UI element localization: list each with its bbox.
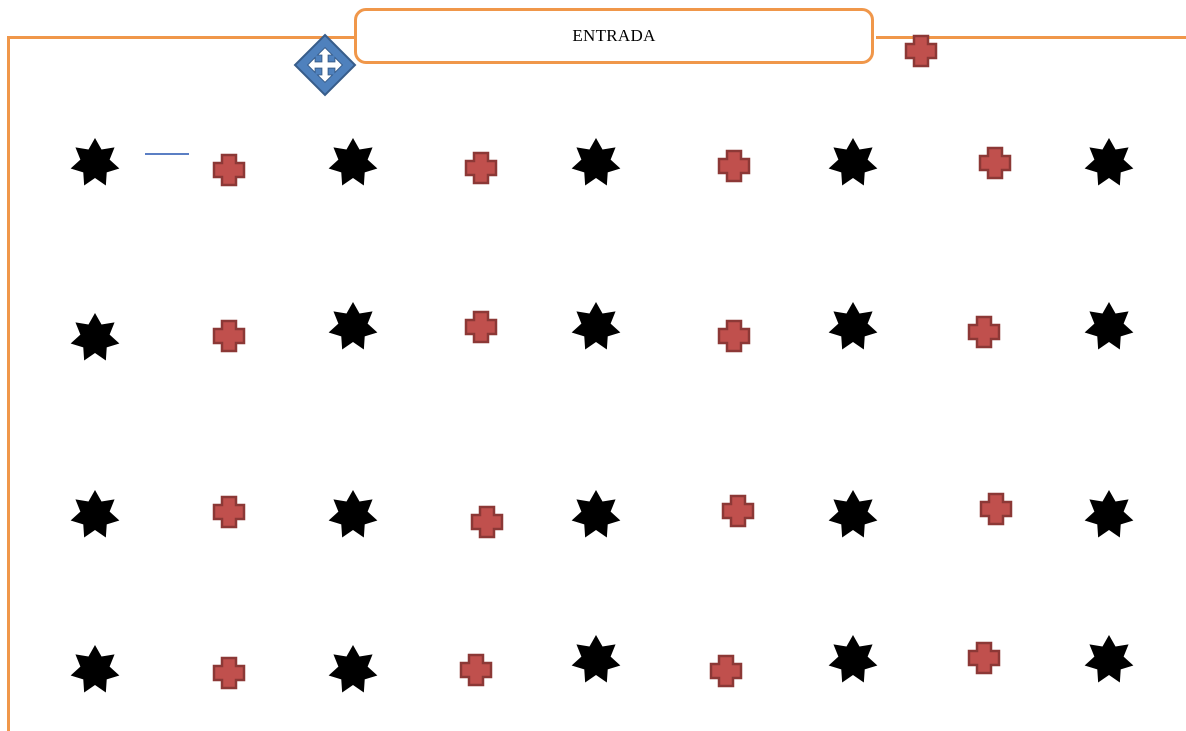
wall-left <box>7 36 10 731</box>
wall-top-right <box>876 36 1186 39</box>
connector-line <box>145 153 189 155</box>
entrance-label: ENTRADA <box>572 26 656 45</box>
wall-top-left <box>7 36 357 39</box>
entrance-box: ENTRADA <box>354 8 874 64</box>
